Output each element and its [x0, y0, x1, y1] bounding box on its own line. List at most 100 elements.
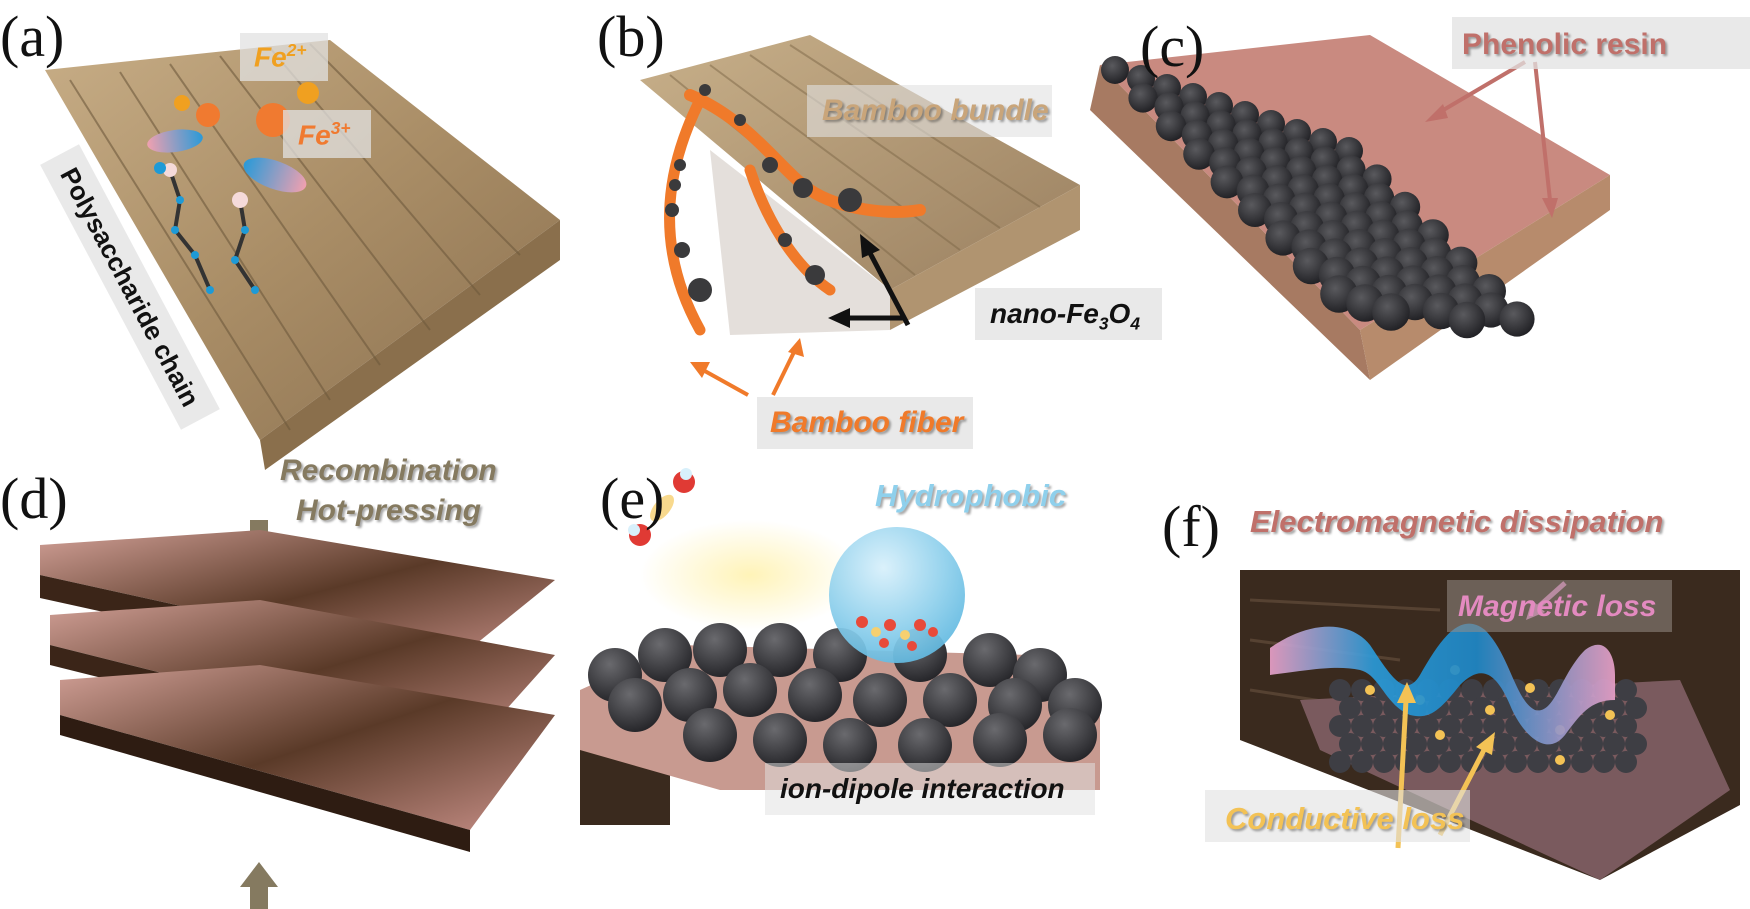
panel-a-illustration — [45, 40, 560, 470]
fe3o4-particle — [1593, 751, 1615, 773]
electron — [1555, 755, 1565, 765]
fe3o4-particle — [638, 628, 692, 682]
fe3o4-particle — [753, 713, 807, 767]
fe2-ion — [174, 95, 190, 111]
panel-letter: (e) — [600, 466, 665, 531]
phenolic-resin-arrows — [1425, 60, 1558, 218]
fe3o4-particle — [1101, 56, 1129, 84]
fe3o4-particle — [1183, 138, 1215, 170]
press-arrow-bottom — [240, 862, 278, 909]
nano-fe3o4-label: nano-Fe3O4 — [990, 300, 1140, 333]
oxygen-text: O — [1108, 298, 1131, 329]
fe3o4-particle — [1625, 697, 1647, 719]
fe3o4-particle — [963, 633, 1017, 687]
panel-b: (b) Bamboo bundle nano-Fe3O4 Bamboo fibe… — [560, 0, 1162, 450]
panel-c: (c) Phenolic resin — [1090, 0, 1750, 450]
fe3o4-particle — [1439, 751, 1461, 773]
subscript-4: 4 — [1130, 313, 1140, 334]
fe3-ion — [256, 103, 290, 137]
fe3o4-particle — [1515, 733, 1537, 755]
hot-pressing-label: Hot-pressing — [296, 494, 482, 527]
fe3o4-particle — [1128, 83, 1158, 113]
fe3o4-particle — [683, 708, 737, 762]
fe2-text: Fe — [254, 41, 287, 73]
fe3o4-particle — [1593, 715, 1615, 737]
fe3o4-particle — [723, 663, 777, 717]
electron — [1605, 710, 1615, 720]
electromagnetic-dissipation-label: Electromagnetic dissipation — [1250, 504, 1664, 539]
fe2-label-box — [240, 33, 328, 81]
fe3o4-particle — [1461, 715, 1483, 737]
electron — [1365, 685, 1375, 695]
panel-e-illustration — [580, 468, 1102, 825]
fe3o4-particle — [1448, 301, 1486, 339]
fe3o4-particle-array — [1101, 56, 1535, 339]
fe3-ion — [196, 103, 220, 127]
water-molecule — [628, 468, 695, 546]
fe3o4-particle — [973, 713, 1027, 767]
fe3o4-particle — [1449, 733, 1471, 755]
panel-b-illustration — [640, 35, 1080, 397]
fe3o4-particle — [898, 718, 952, 772]
fe3o4-particle — [1417, 715, 1439, 737]
fe3o4-particle — [1351, 751, 1373, 773]
fe3o4-particle — [1395, 751, 1417, 773]
fe3o4-particle — [1625, 733, 1647, 755]
fe3o4-particle — [1361, 733, 1383, 755]
panel-letter: (b) — [597, 4, 665, 69]
bamboo-fiber-label-box — [757, 397, 973, 449]
fe3o4-particle — [1155, 110, 1187, 142]
bamboo-fiber-arrows — [690, 338, 804, 397]
hydrophobic-label: Hydrophobic — [875, 478, 1067, 513]
fe3o4-particle — [1527, 751, 1549, 773]
fe3o4-particle — [1505, 751, 1527, 773]
panel-a: (a) Fe2+ Fe3+ Polysaccharide chain — [0, 0, 580, 470]
fe3o4-particle — [1372, 293, 1410, 331]
conductive-loss-label-box — [1205, 790, 1470, 842]
fe3o4-particle — [608, 678, 662, 732]
fe3-label: Fe3+ — [298, 119, 350, 149]
conductive-loss-label: Conductive loss — [1225, 801, 1465, 836]
dipole-molecule — [243, 157, 307, 193]
bamboo-bundle-label: Bamboo bundle — [822, 94, 1049, 127]
fe3o4-particle — [1405, 733, 1427, 755]
fe3o4-particle — [663, 668, 717, 722]
fe3o4-particle — [1329, 679, 1351, 701]
polysaccharide-molecule — [154, 162, 259, 294]
recombination-label: Recombination — [280, 454, 497, 487]
fe3o4-particle — [1351, 715, 1373, 737]
fe3o4-particle — [1615, 679, 1637, 701]
subscript-3: 3 — [1098, 313, 1109, 334]
bamboo-fiber-label: Bamboo fiber — [770, 406, 964, 439]
nano-fe-text: nano-Fe — [990, 298, 1099, 329]
fe3o4-particle — [823, 718, 877, 772]
bamboo-slab-top — [640, 35, 1080, 290]
panel-letter: (f) — [1162, 494, 1220, 559]
nano-fe3o4-arrows — [828, 234, 911, 328]
fe3o4-particle — [1493, 733, 1515, 755]
fe3o4-particle-array — [588, 623, 1102, 772]
wood-slab-side — [260, 220, 560, 470]
panel-d-illustration — [40, 520, 555, 909]
fe3o4-particle — [1571, 715, 1593, 737]
ion-dipole-label-box — [765, 763, 1095, 815]
fe3o4-particles — [665, 84, 862, 302]
fe3o4-particle — [1615, 715, 1637, 737]
fe3o4-particle — [1615, 751, 1637, 773]
nano-fe3o4-label-box — [975, 288, 1162, 340]
electron — [1485, 705, 1495, 715]
panel-e: (e) Hydrophobic ion-dipole interaction — [580, 460, 1160, 909]
fe3o4-particle — [1351, 679, 1373, 701]
fe3o4-particle — [1417, 751, 1439, 773]
bamboo-bundle-label-box — [807, 85, 1052, 137]
dipole-molecule — [147, 129, 203, 153]
fe3o4-particle — [693, 623, 747, 677]
fe2-label: Fe2+ — [254, 41, 306, 73]
fe3o4-particle — [1238, 193, 1272, 227]
fe3o4-particle — [1329, 751, 1351, 773]
fe3o4-particle — [1373, 751, 1395, 773]
ion-dipole-label: ion-dipole interaction — [780, 773, 1065, 804]
fe3o4-particle — [1461, 679, 1483, 701]
fe3o4-particle — [1339, 697, 1361, 719]
water-droplet — [829, 527, 965, 663]
